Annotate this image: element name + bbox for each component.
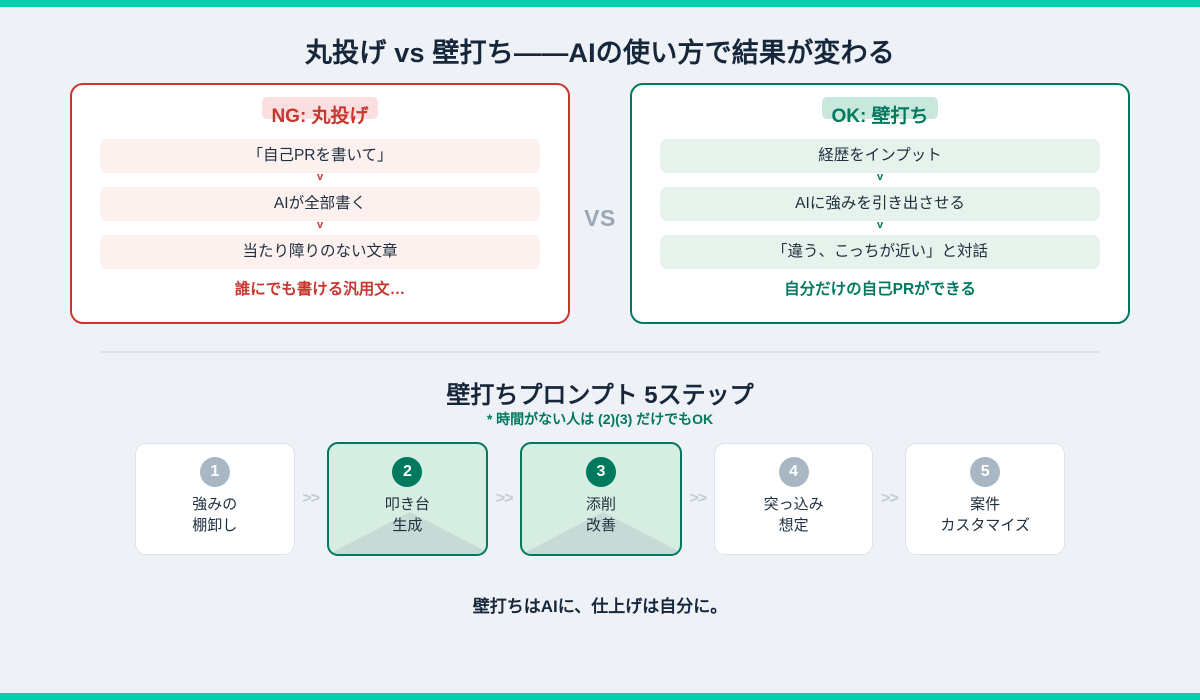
steps-section-title: 壁打ちプロンプト 5ステップ — [446, 382, 754, 409]
step-arrow-icon: >> — [302, 490, 320, 507]
ng-heading-label: NG: 丸投げ — [262, 95, 378, 139]
step-arrow-icon: >> — [689, 490, 707, 507]
step-arrow-icon: >> — [881, 490, 899, 507]
step-label: 叩き台 生成 — [384, 496, 430, 534]
chevron-down-icon: v — [316, 219, 324, 231]
chevron-down-icon: v — [316, 171, 324, 183]
ok-step-3: 「違う、こっちが近い」と対話 — [660, 235, 1100, 269]
ng-step-2: AIが全部書く — [100, 187, 540, 221]
step-number-badge: 5 — [970, 457, 1001, 487]
chevron-down-icon: v — [876, 219, 884, 231]
step-label: 強みの 棚卸し — [192, 496, 238, 534]
step-number-badge: 2 — [392, 457, 423, 487]
step-label: 突っ込み 想定 — [763, 496, 824, 534]
step-label: 添削 改善 — [585, 496, 616, 534]
step-card-4[interactable]: 4 突っ込み 想定 — [713, 443, 874, 555]
ok-card-heading: OK: 壁打ち — [660, 95, 1100, 139]
ng-card: NG: 丸投げ 「自己PRを書いて」 v AIが全部書く v 当たり障りのない文… — [70, 83, 570, 324]
ng-step-3: 当たり障りのない文章 — [100, 235, 540, 269]
step-card-1[interactable]: 1 強みの 棚卸し — [135, 443, 295, 555]
step-number-badge: 4 — [778, 457, 809, 487]
chevron-down-icon: v — [876, 171, 884, 183]
step-card-5[interactable]: 5 案件 カスタマイズ — [905, 443, 1065, 555]
ok-step-1: 経歴をインプット — [660, 139, 1100, 173]
steps-section-note: * 時間がない人は (2)(3) だけでもOK — [486, 411, 714, 427]
step-number-badge: 3 — [585, 457, 616, 487]
step-card-2[interactable]: 2 叩き台 生成 — [326, 442, 489, 556]
step-label: 案件 カスタマイズ — [940, 496, 1030, 534]
ok-card: OK: 壁打ち 経歴をインプット v AIに強みを引き出させる v 「違う、こっ… — [630, 83, 1130, 324]
ng-conclusion: 誰にでも書ける汎用文… — [234, 281, 406, 298]
ng-step-1: 「自己PRを書いて」 — [100, 139, 540, 173]
infographic-stage: 丸投げ vs 壁打ち——AIの使い方で結果が変わる NG: 丸投げ 「自己PRを… — [0, 7, 1200, 693]
page-title: 丸投げ vs 壁打ち——AIの使い方で結果が変わる — [304, 38, 896, 68]
ng-card-heading: NG: 丸投げ — [100, 95, 540, 139]
step-number-badge: 1 — [199, 457, 230, 487]
bottom-accent-bar — [0, 693, 1200, 700]
step-card-3[interactable]: 3 添削 改善 — [520, 442, 682, 556]
vs-divider-label: VS — [584, 205, 616, 231]
ok-heading-label: OK: 壁打ち — [822, 95, 938, 139]
top-accent-bar — [0, 0, 1200, 7]
section-divider — [100, 351, 1100, 353]
footer-message: 壁打ちはAIに、仕上げは自分に。 — [472, 597, 728, 616]
comparison-section: NG: 丸投げ 「自己PRを書いて」 v AIが全部書く v 当たり障りのない文… — [0, 83, 1200, 331]
steps-flow: 1 強みの 棚卸し >> 2 叩き台 生成 >> 3 添削 改善 >> 4 突っ込み 想定 >> 5 案件… — [135, 440, 1065, 558]
ok-conclusion: 自分だけの自己PRができる — [784, 281, 976, 298]
step-arrow-icon: >> — [495, 490, 514, 507]
ok-step-2: AIに強みを引き出させる — [660, 187, 1100, 221]
